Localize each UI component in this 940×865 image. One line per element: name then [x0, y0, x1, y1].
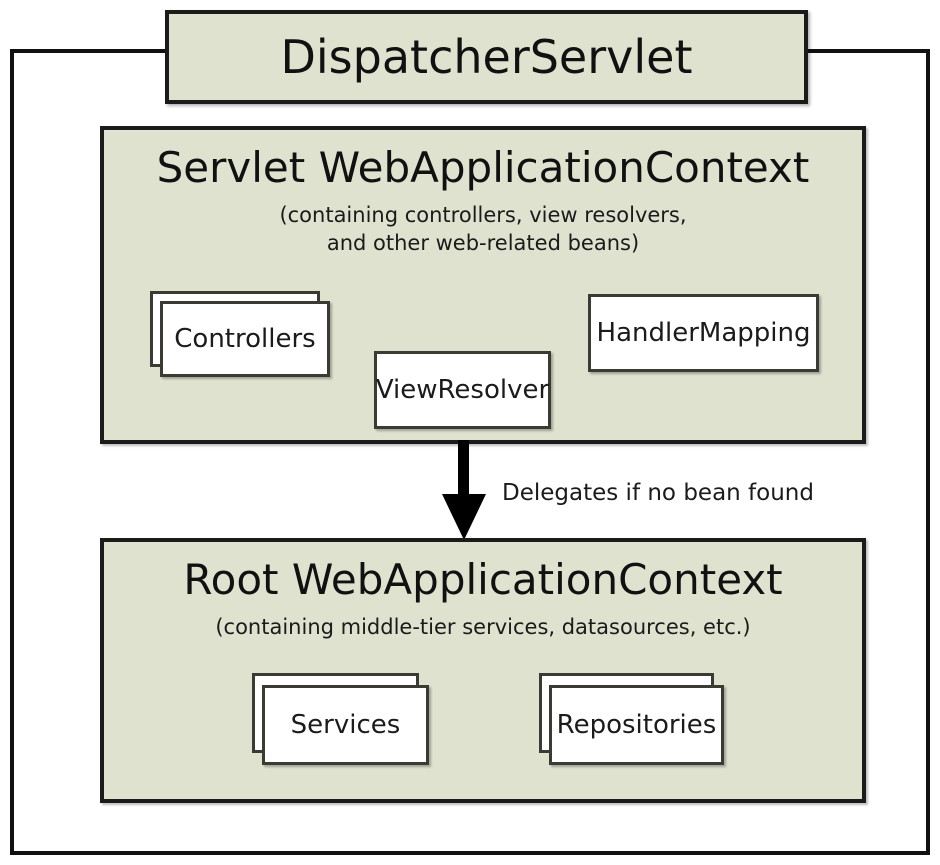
servlet-context-title: Servlet WebApplicationContext — [156, 143, 810, 192]
view-resolver-label: ViewResolver — [375, 375, 550, 405]
handler-mapping-box[interactable]: HandlerMapping — [588, 294, 819, 372]
root-webapplicationcontext-box[interactable]: Root WebApplicationContext (containing m… — [100, 538, 866, 803]
view-resolver-box[interactable]: ViewResolver — [374, 351, 551, 429]
controllers-label: Controllers — [174, 324, 316, 354]
services-label: Services — [290, 710, 401, 740]
servlet-webapplicationcontext-box[interactable]: Servlet WebApplicationContext (containin… — [100, 126, 866, 444]
dispatcher-servlet-label: DispatcherServlet — [280, 30, 693, 84]
handler-mapping-label: HandlerMapping — [596, 318, 811, 348]
services-box[interactable]: Services — [262, 685, 429, 765]
servlet-context-subtitle-line2: and other web-related beans) — [326, 231, 640, 255]
repositories-box[interactable]: Repositories — [549, 685, 724, 765]
dispatcher-servlet-box[interactable]: DispatcherServlet — [165, 10, 808, 104]
delegation-arrow-label: Delegates if no bean found — [502, 480, 814, 506]
servlet-context-subtitle-line1: (containing controllers, view resolvers, — [279, 203, 687, 227]
root-context-title: Root WebApplicationContext — [183, 555, 783, 604]
repositories-label: Repositories — [556, 710, 717, 740]
controllers-box[interactable]: Controllers — [160, 301, 330, 377]
root-context-subtitle-line1: (containing middle-tier services, dataso… — [215, 615, 751, 639]
